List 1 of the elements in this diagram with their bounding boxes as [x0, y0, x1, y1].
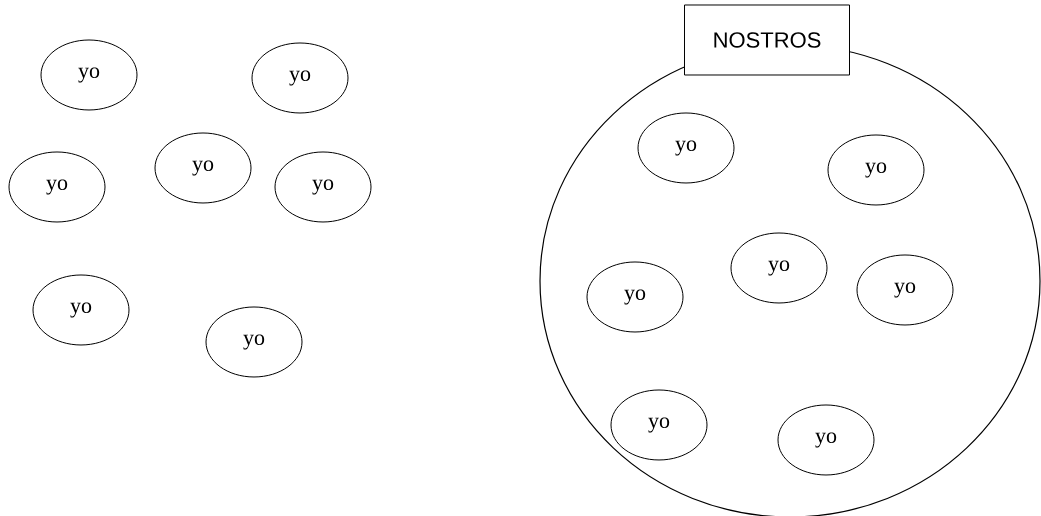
node-label: NOSTROS: [714, 32, 821, 48]
